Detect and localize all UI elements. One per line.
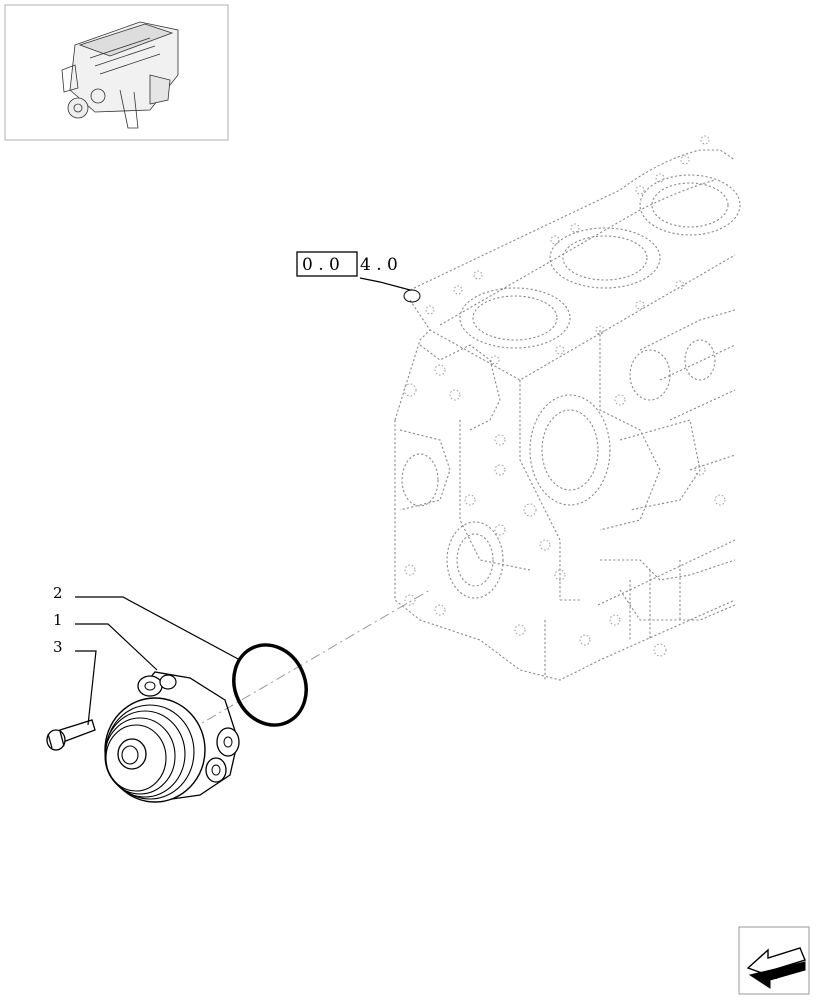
bolt-part[interactable] <box>46 719 96 751</box>
engine-block-outline <box>189 135 741 731</box>
callout-3-label: 3 <box>53 638 63 656</box>
callout-2[interactable]: 2 <box>53 584 241 661</box>
next-page-arrow-icon[interactable] <box>738 926 810 995</box>
reference-tail-text: 4 . 0 <box>360 255 398 275</box>
callout-2-label: 2 <box>53 584 63 602</box>
callout-3[interactable]: 3 <box>53 638 97 726</box>
reference-callout[interactable]: 0 . 0 4 . 0 <box>296 251 421 303</box>
engine-thumbnail-icon[interactable] <box>4 4 229 141</box>
reference-box-text: 0 . 0 <box>302 255 340 275</box>
callout-1[interactable]: 1 <box>53 611 158 671</box>
o-ring-part[interactable] <box>221 633 319 737</box>
water-pump-part[interactable] <box>104 671 240 803</box>
callout-1-label: 1 <box>53 611 63 629</box>
